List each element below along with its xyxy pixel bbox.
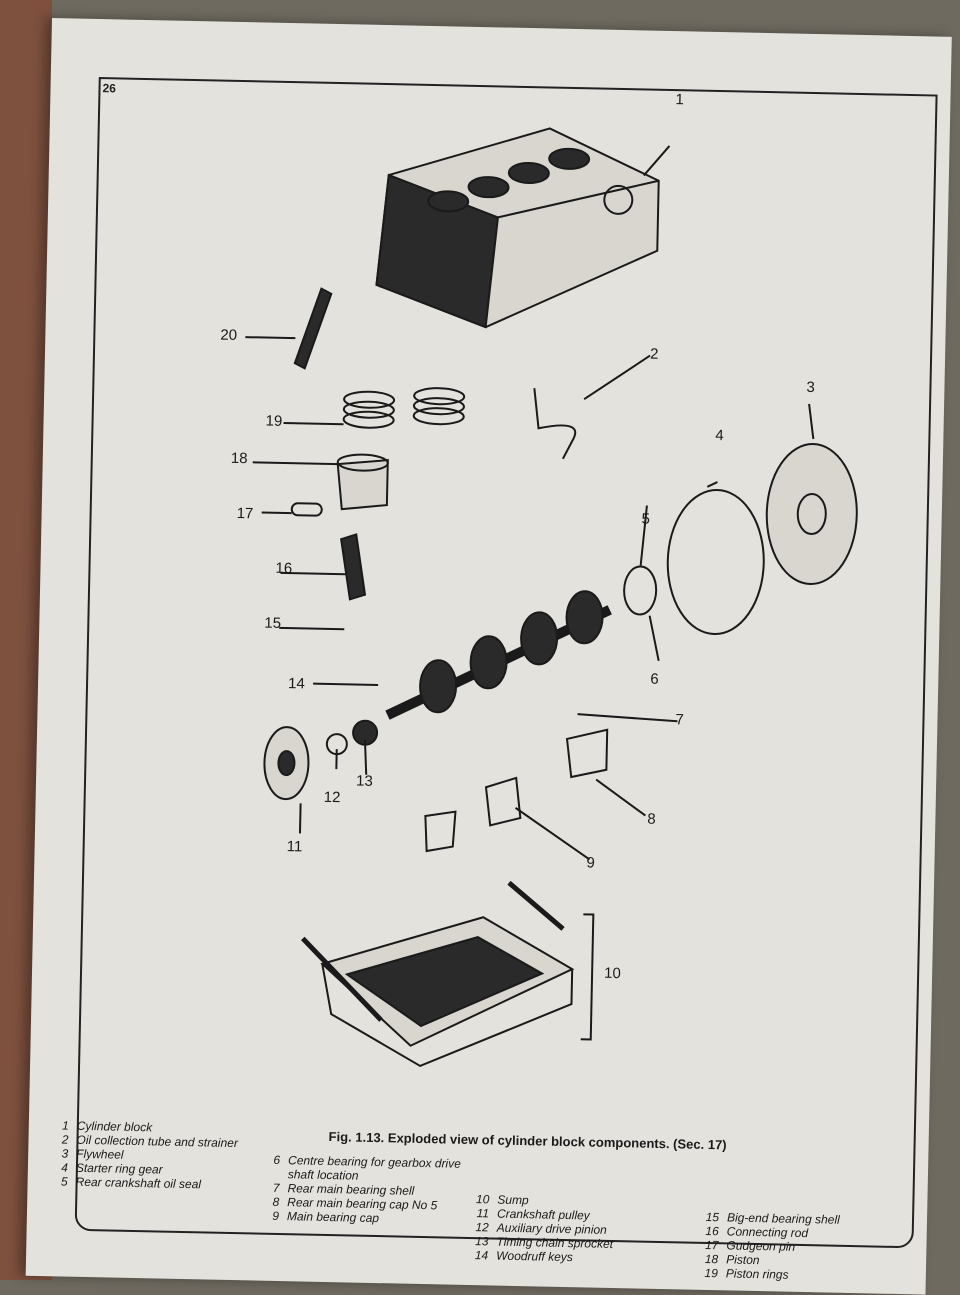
callout-4: 4 (715, 426, 724, 445)
exploded-view-diagram (245, 127, 858, 1068)
callout-3: 3 (806, 378, 815, 397)
callout-16: 16 (275, 559, 293, 578)
callout-9: 9 (586, 854, 595, 872)
callout-11: 11 (286, 838, 303, 856)
manual-page: 26 (25, 18, 952, 1295)
page-number: 26 (102, 81, 117, 96)
callout-18: 18 (230, 449, 248, 468)
crankshaft-drawing (385, 590, 612, 720)
callout-19: 19 (265, 412, 283, 430)
callout-6: 6 (650, 670, 659, 688)
callout-10: 10 (603, 964, 621, 983)
callout-2: 2 (649, 345, 659, 363)
callout-8: 8 (647, 810, 656, 828)
callout-15: 15 (264, 614, 282, 632)
callout-17: 17 (236, 504, 254, 523)
callout-1: 1 (675, 91, 684, 109)
callout-20: 20 (220, 326, 238, 344)
callout-14: 14 (287, 675, 305, 693)
callout-7: 7 (675, 711, 684, 729)
callout-13: 13 (355, 772, 373, 790)
callout-5: 5 (641, 510, 651, 528)
cylinder-block-drawing (375, 127, 660, 329)
callout-12: 12 (323, 788, 341, 807)
sump-drawing (300, 880, 575, 1068)
